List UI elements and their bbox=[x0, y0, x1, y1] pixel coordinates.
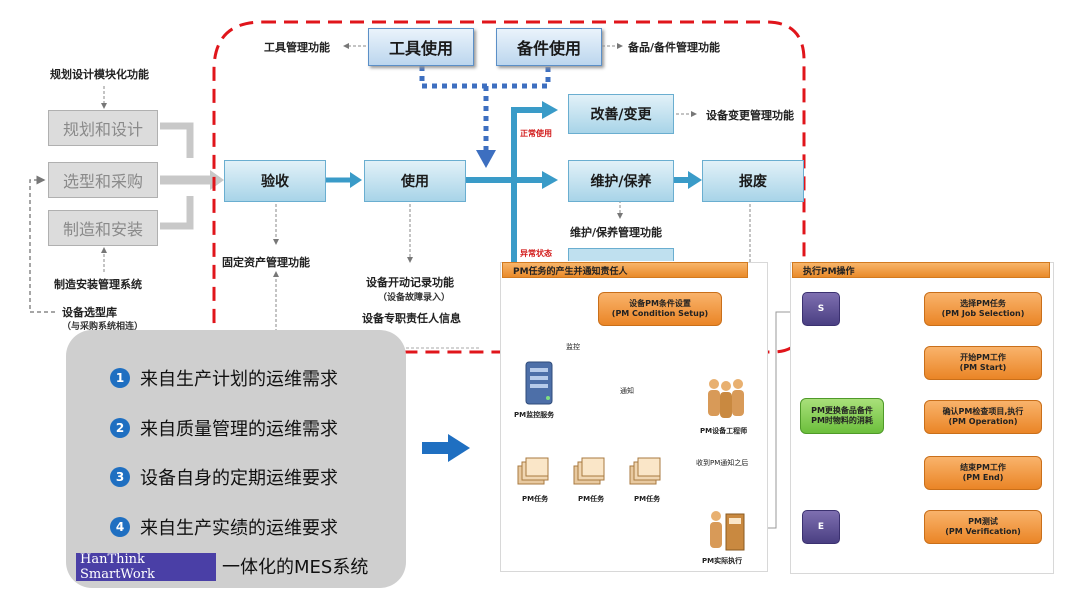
step-cn: 确认PM检查项目,执行 bbox=[942, 406, 1024, 416]
pm-step-verification[interactable]: PM测试 (PM Verification) bbox=[924, 510, 1042, 544]
selection-purchase-box[interactable]: 选型和采购 bbox=[48, 162, 158, 198]
step-cn: PM测试 bbox=[968, 516, 998, 526]
step-en: (PM Start) bbox=[959, 363, 1007, 372]
pm-step-start[interactable]: 开始PM工作 (PM Start) bbox=[924, 346, 1042, 380]
need-text: 来自生产实绩的运维要求 bbox=[140, 518, 338, 539]
need-item: 2 来自质量管理的运维需求 bbox=[110, 415, 338, 441]
pm-left-header: PM任务的产生并通知责任人 bbox=[502, 262, 748, 278]
start-log-sub: （设备故障录入） bbox=[378, 293, 451, 303]
spare-func-label: 备品/备件管理功能 bbox=[628, 41, 721, 54]
scrap-box[interactable]: 报废 bbox=[702, 160, 804, 202]
spare-use-box[interactable]: 备件使用 bbox=[496, 28, 602, 66]
server-label: PM监控服务 bbox=[514, 411, 555, 419]
step-en: (PM End) bbox=[962, 473, 1004, 482]
task-doc-icon bbox=[629, 457, 661, 485]
brand-badge: HanThink SmartWork bbox=[76, 552, 216, 582]
notify-label: 通知 bbox=[620, 387, 634, 395]
number-badge: 4 bbox=[110, 517, 130, 537]
improve-box[interactable]: 改善/变更 bbox=[568, 94, 674, 134]
pm-condition-en: (PM Condition Setup) bbox=[611, 309, 709, 318]
task-doc-icon bbox=[517, 457, 549, 485]
left-flow-arrowhead bbox=[210, 170, 224, 190]
brand-suffix: 一体化的MES系统 bbox=[222, 557, 369, 578]
accept-box[interactable]: 验收 bbox=[224, 160, 326, 202]
tool-func-label: 工具管理功能 bbox=[264, 41, 330, 54]
planning-design-box[interactable]: 规划和设计 bbox=[48, 110, 158, 146]
pm-condition-cn: 设备PM条件设置 bbox=[629, 298, 691, 308]
server-icon bbox=[525, 361, 553, 405]
executor-icon bbox=[710, 511, 745, 551]
spare-line: PM更换备品备件 bbox=[811, 405, 873, 415]
partial-box bbox=[568, 248, 674, 261]
number-badge: 3 bbox=[110, 467, 130, 487]
tool-use-box[interactable]: 工具使用 bbox=[368, 28, 474, 66]
pm-step-end[interactable]: 结束PM工作 (PM End) bbox=[924, 456, 1042, 490]
use-box[interactable]: 使用 bbox=[364, 160, 466, 202]
manufacture-system-label: 制造安装管理系统 bbox=[54, 278, 142, 291]
number-badge: 2 bbox=[110, 418, 130, 438]
step-en: (PM Job Selection) bbox=[941, 309, 1025, 318]
engineer-label: PM设备工程师 bbox=[700, 427, 748, 435]
pm-right-header: 执行PM操作 bbox=[792, 262, 1050, 278]
exec-label: PM实际执行 bbox=[702, 557, 743, 565]
task-doc-icon bbox=[573, 457, 605, 485]
monitor-label: 监控 bbox=[566, 343, 580, 351]
big-arrow bbox=[448, 434, 470, 462]
after-notify-label: 收到PM通知之后 bbox=[696, 459, 749, 467]
start-node[interactable]: S bbox=[802, 292, 840, 326]
step-cn: 结束PM工作 bbox=[960, 462, 1006, 472]
improve-func-label: 设备变更管理功能 bbox=[706, 109, 794, 122]
step-cn: 开始PM工作 bbox=[960, 352, 1006, 362]
pm-step-job-selection[interactable]: 选择PM任务 (PM Job Selection) bbox=[924, 292, 1042, 326]
owner-info-label: 设备专职责任人信息 bbox=[362, 312, 461, 325]
step-cn: 选择PM任务 bbox=[960, 298, 1006, 308]
start-log-label: 设备开动记录功能 bbox=[366, 276, 454, 289]
need-text: 来自质量管理的运维需求 bbox=[140, 419, 338, 440]
number-badge: 1 bbox=[110, 368, 130, 388]
pm-step-operation[interactable]: 确认PM检查项目,执行 (PM Operation) bbox=[924, 400, 1042, 434]
maintain-func-label: 维护/保养管理功能 bbox=[570, 226, 663, 239]
task-label: PM任务 bbox=[634, 495, 661, 503]
dotted-feed bbox=[419, 66, 551, 89]
engineer-group-icon bbox=[708, 379, 744, 418]
abnormal-label: 异常状态 bbox=[520, 249, 552, 258]
need-item: 1 来自生产计划的运维需求 bbox=[110, 365, 338, 391]
task-label: PM任务 bbox=[578, 495, 605, 503]
pm-condition-box[interactable]: 设备PM条件设置 (PM Condition Setup) bbox=[598, 292, 722, 326]
manufacture-install-box[interactable]: 制造和安装 bbox=[48, 210, 158, 246]
need-text: 来自生产计划的运维需求 bbox=[140, 369, 338, 390]
pm-spare-box[interactable]: PM更换备品备件 PM时物料的消耗 bbox=[800, 398, 884, 434]
step-en: (PM Verification) bbox=[945, 527, 1021, 536]
left-flow-arrow bbox=[160, 196, 194, 230]
task-label: PM任务 bbox=[522, 495, 549, 503]
left-flow-arrow bbox=[160, 122, 194, 158]
step-en: (PM Operation) bbox=[948, 417, 1018, 426]
equipment-db-sub: （与采购系统相连） bbox=[62, 322, 144, 332]
maintain-box[interactable]: 维护/保养 bbox=[568, 160, 674, 202]
need-text: 设备自身的定期运维要求 bbox=[140, 468, 338, 489]
asset-func-label: 固定资产管理功能 bbox=[222, 256, 310, 269]
planning-module-label: 规划设计模块化功能 bbox=[50, 68, 149, 81]
equipment-db-label: 设备选型库 bbox=[62, 306, 117, 319]
spare-line: PM时物料的消耗 bbox=[811, 416, 873, 425]
normal-use-label: 正常使用 bbox=[520, 129, 552, 138]
end-node[interactable]: E bbox=[802, 510, 840, 544]
need-item: 3 设备自身的定期运维要求 bbox=[110, 464, 338, 490]
need-item: 4 来自生产实绩的运维要求 bbox=[110, 514, 338, 540]
